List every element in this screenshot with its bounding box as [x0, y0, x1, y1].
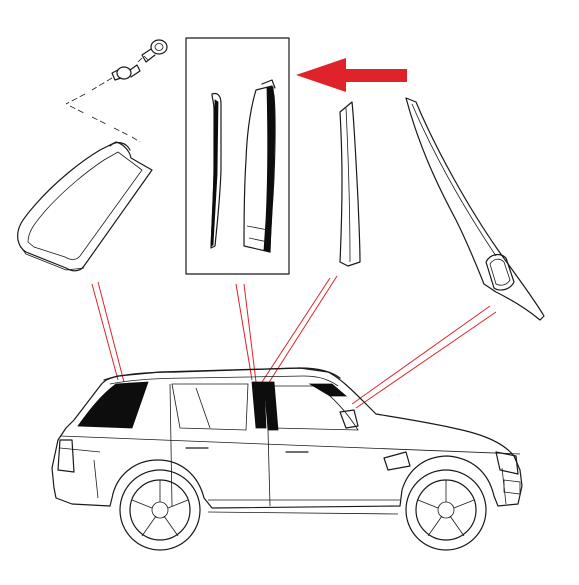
callout-arrow-icon — [296, 58, 407, 92]
b-pillar-fill-rear — [263, 381, 279, 431]
b-pillar-trim-front — [210, 92, 222, 249]
vehicle-side-view — [51, 367, 523, 515]
mirror-icon — [339, 409, 359, 429]
front-wheel — [405, 469, 487, 551]
centerline-dash — [65, 57, 143, 143]
c-pillar-trim — [339, 101, 361, 267]
d-pillar-fill — [77, 381, 149, 429]
clip-fastener-icon — [111, 64, 141, 81]
push-clip-icon — [141, 39, 168, 63]
leader-lines — [91, 275, 497, 409]
vehicle-body — [51, 367, 523, 509]
b-pillar-callout-box — [185, 37, 290, 275]
rear-wheel — [119, 469, 201, 551]
rear-quarter-glass-trim — [17, 141, 153, 272]
a-pillar-mirror-trim — [405, 97, 545, 321]
b-pillar-fill — [251, 381, 267, 429]
a-pillar-fill — [308, 383, 348, 397]
b-pillar-trim-rear — [243, 79, 276, 253]
retaining-clips — [65, 39, 168, 143]
